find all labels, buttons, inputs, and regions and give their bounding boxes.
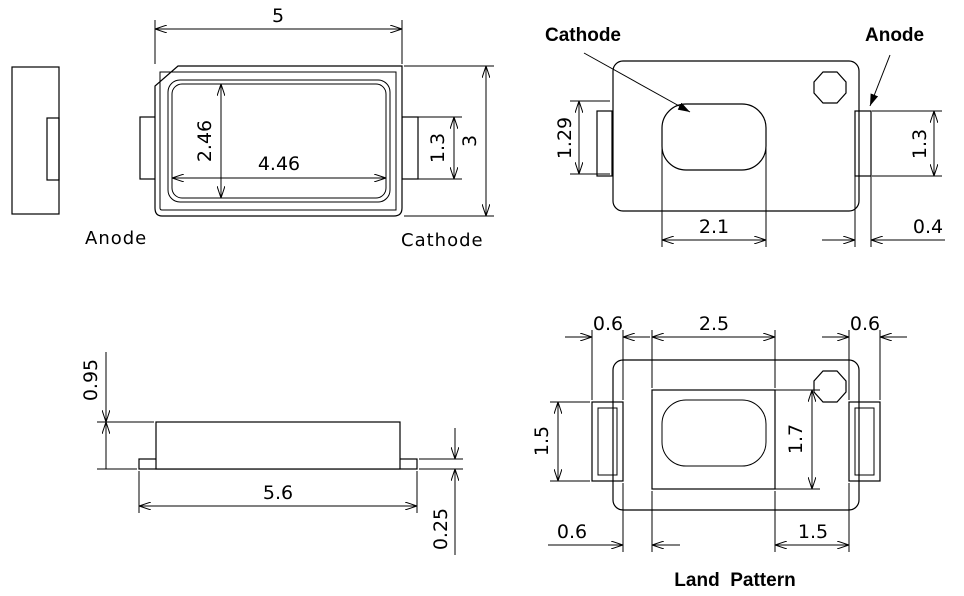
dim-body-height: 3	[459, 135, 481, 147]
top-view: 5 2.46 4.46 1.3 3 Anode Cathode	[85, 5, 494, 251]
dim-land-center-width: 2.5	[699, 313, 729, 335]
dim-side-lead-thickness: 0.25	[430, 508, 452, 550]
callout-cathode: Cathode	[545, 25, 621, 46]
dim-inner-length: 4.46	[258, 153, 300, 175]
dim-side-length: 5.6	[263, 482, 293, 504]
dim-inner-height: 2.46	[194, 120, 216, 162]
land-pad-left	[591, 401, 624, 482]
dim-top-length: 5	[272, 5, 284, 27]
dim-bottom-lead-height: 1.29	[554, 117, 576, 159]
bottom-view: Cathode Anode 1.29 1.3 2.1 0.4	[545, 25, 945, 247]
center-pad-bottom	[661, 103, 767, 171]
label-anode-top: Anode	[85, 228, 147, 249]
dim-land-left-width: 0.6	[593, 313, 623, 335]
anode-pad-bottom	[596, 110, 613, 177]
land-pad-center	[651, 389, 776, 490]
polarity-mark	[813, 71, 847, 104]
dim-land-right-width: 0.6	[850, 313, 880, 335]
dim-land-center-height: 1.7	[785, 424, 807, 454]
label-cathode-top: Cathode	[401, 230, 484, 251]
dim-side-height: 0.95	[80, 359, 102, 401]
cathode-pad-bottom	[854, 110, 872, 177]
callout-anode: Anode	[865, 25, 924, 46]
side-profile-view	[11, 66, 60, 215]
land-pattern-title: Land Pattern	[674, 570, 795, 591]
dim-lead-height: 1.3	[427, 133, 449, 163]
side-view: 0.95 5.6 0.25	[80, 352, 463, 555]
land-pad-right	[848, 401, 881, 482]
dim-cathode-pad-width: 2.1	[699, 216, 729, 238]
land-pattern-view: 0.6 2.5 0.6 1.5 1.7 0.6 1.5 Land Pattern	[531, 313, 907, 591]
dim-land-height: 1.5	[531, 426, 553, 456]
cathode-lead-top	[401, 116, 419, 180]
dim-land-bottom-right: 1.5	[798, 521, 828, 543]
dim-land-bottom-left: 0.6	[557, 521, 587, 543]
anode-lead-top	[139, 116, 157, 180]
dim-anode-lead-width: 0.4	[913, 216, 943, 238]
dim-bottom-lead-height-right: 1.3	[909, 129, 931, 159]
